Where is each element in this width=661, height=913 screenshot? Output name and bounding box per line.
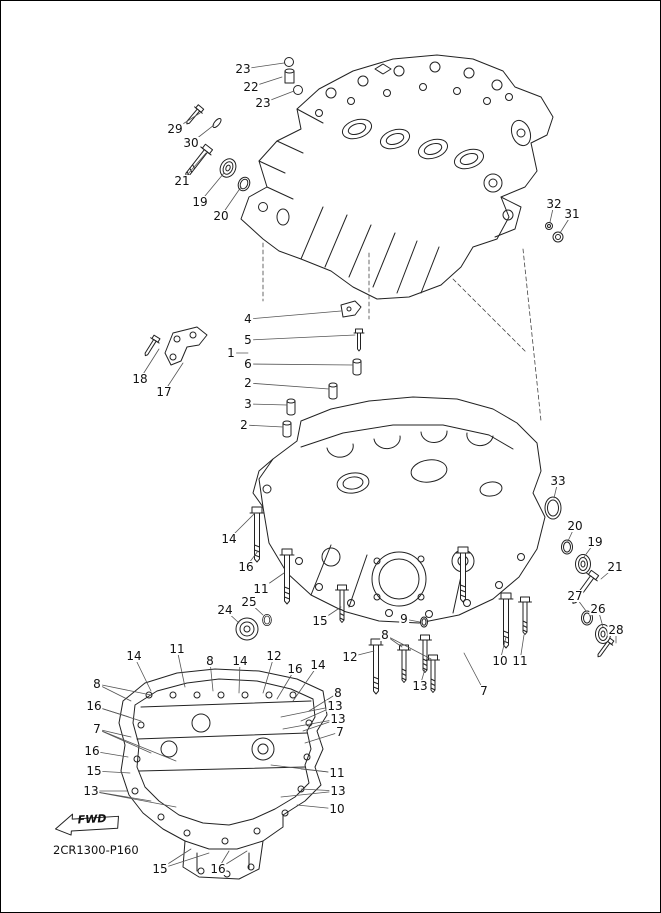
callout-14: 14 [220,532,238,546]
callout-11: 11 [328,766,346,780]
leader-line-12 [262,655,275,694]
callout-18: 18 [131,372,149,386]
callout-29: 29 [166,122,184,136]
callout-8: 8 [380,628,390,642]
callout-10: 10 [491,654,509,668]
callout-20: 20 [212,209,230,223]
callout-11: 11 [168,642,186,656]
callout-13: 13 [326,699,344,713]
leader-line-3 [247,403,288,406]
callout-26: 26 [589,602,607,616]
callout-33: 33 [549,474,567,488]
callout-13: 13 [329,712,347,726]
leader-line-5 [247,334,356,341]
callout-8: 8 [92,677,102,691]
leader-line-8 [96,683,132,702]
callout-23: 23 [254,96,272,110]
callout-1: 1 [226,346,236,360]
upper-crankcase-outline [240,54,554,300]
callout-22: 22 [242,80,260,94]
leader-line-7 [96,728,132,738]
callout-15: 15 [151,862,169,876]
callout-14: 14 [309,658,327,672]
callout-5: 5 [243,333,253,347]
alignment-lines [262,242,542,422]
diagram-code: 2CR1300-P160 [53,843,139,857]
callout-13: 13 [411,679,429,693]
leader-line-14 [292,664,319,702]
callout-12: 12 [341,650,359,664]
callout-11: 11 [511,654,529,668]
leader-lines [90,62,617,870]
callout-19: 19 [191,195,209,209]
leader-line-11 [176,648,186,688]
leader-line-4 [247,310,342,320]
callout-15: 15 [85,764,103,778]
callout-31: 31 [563,207,581,221]
fwd-arrow-label: FWD [77,812,106,826]
fasteners-and-seals [140,57,616,695]
callout-12: 12 [265,649,283,663]
callout-16: 16 [237,560,255,574]
crankcase-bottom-view [118,668,328,880]
callout-16: 16 [85,699,103,713]
callout-13: 13 [329,784,347,798]
callout-2: 2 [243,376,253,390]
callout-24: 24 [216,603,234,617]
callout-3: 3 [243,397,253,411]
callout-25: 25 [240,595,258,609]
leader-line-2 [247,382,330,390]
lower-crankcase-outline [252,396,546,624]
callout-16: 16 [286,662,304,676]
callout-28: 28 [607,623,625,637]
callout-21: 21 [606,560,624,574]
callout-7: 7 [479,684,489,698]
callout-2: 2 [239,418,249,432]
callout-10: 10 [328,802,346,816]
callout-14: 14 [231,654,249,668]
callout-21: 21 [173,174,191,188]
callout-23: 23 [234,62,252,76]
callout-14: 14 [125,649,143,663]
callout-13: 13 [82,784,100,798]
callout-11: 11 [252,582,270,596]
callout-27: 27 [566,589,584,603]
callout-17: 17 [155,385,173,399]
callout-9: 9 [399,612,409,626]
callout-30: 30 [182,136,200,150]
callout-4: 4 [243,312,253,326]
callout-8: 8 [205,654,215,668]
leader-line-6 [247,363,354,366]
callout-8: 8 [333,686,343,700]
callout-32: 32 [545,197,563,211]
leader-line-7 [304,731,341,744]
leader-line-2 [243,424,284,428]
callout-15: 15 [311,614,329,628]
fwd-arrow: FWD [54,812,120,836]
leader-line-7 [463,652,485,692]
callout-20: 20 [566,519,584,533]
callout-19: 19 [586,535,604,549]
callout-7: 7 [335,725,345,739]
callout-7: 7 [92,722,102,736]
leader-line-8 [308,692,339,712]
callout-6: 6 [243,357,253,371]
callout-16: 16 [209,862,227,876]
callout-16: 16 [83,744,101,758]
